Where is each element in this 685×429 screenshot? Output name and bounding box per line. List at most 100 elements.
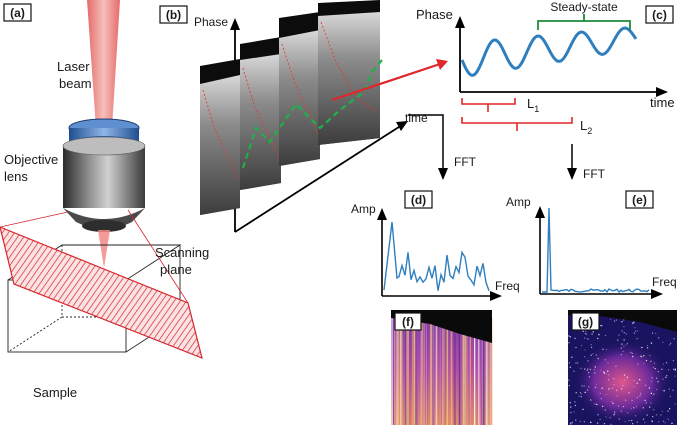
image-g-speck xyxy=(653,409,655,411)
image-g-speck xyxy=(631,399,633,401)
image-g-speck xyxy=(597,422,599,424)
panel-b-box xyxy=(159,5,188,24)
spectrum-e xyxy=(542,207,650,294)
image-g-speck xyxy=(586,333,588,335)
image-g-speck xyxy=(645,360,648,362)
image-g-speck xyxy=(622,350,624,352)
image-f-streak xyxy=(477,318,479,425)
panel-d-y-arrow xyxy=(377,208,387,220)
image-g-speck xyxy=(663,390,665,392)
image-g-speck xyxy=(600,398,602,400)
panel-a-label: (a) xyxy=(10,6,25,20)
laser-label-line1: Laser xyxy=(57,59,90,74)
image-g-speck xyxy=(608,374,610,376)
image-g-speck xyxy=(574,401,576,403)
image-g-speck xyxy=(609,417,611,419)
image-f-streak xyxy=(480,318,483,425)
scanning-label-line1: Scanning xyxy=(155,245,209,260)
image-g-speck xyxy=(672,389,674,391)
image-g-speck xyxy=(603,372,605,374)
image-g-speck xyxy=(573,370,575,372)
image-f-streak xyxy=(446,318,449,425)
image-g-speck xyxy=(588,372,590,374)
image-f-streak xyxy=(415,318,417,425)
image-g-speck xyxy=(577,362,579,364)
image-f-streak xyxy=(490,318,493,425)
image-g-speck xyxy=(674,370,676,372)
image-g-speck xyxy=(657,381,659,383)
image-g-speck xyxy=(642,418,645,420)
image-g-speck xyxy=(630,351,632,354)
image-f-streak xyxy=(421,318,423,425)
image-g-speck xyxy=(605,349,608,351)
panel-e: (e) Amp Freq xyxy=(506,190,677,299)
image-g-speck xyxy=(584,332,586,335)
image-g-speck xyxy=(633,321,635,323)
panel-e-y-label: Amp xyxy=(506,195,531,209)
bscan-frame-2 xyxy=(240,37,281,190)
image-g-speck xyxy=(632,355,634,358)
image-f-streak xyxy=(470,318,471,425)
image-g-speck xyxy=(655,332,657,334)
image-g-speck xyxy=(604,334,607,337)
image-g-speck xyxy=(653,393,655,395)
image-f-streak xyxy=(409,318,411,425)
image-g-speck xyxy=(628,392,630,394)
image-g-speck xyxy=(569,336,571,338)
image-f-streak xyxy=(450,318,452,425)
pixel-trace xyxy=(241,59,383,169)
image-g-speck xyxy=(605,416,607,418)
image-g-speck xyxy=(592,353,594,355)
image-f-streak xyxy=(396,318,398,425)
panel-b-x-label: time xyxy=(405,111,428,125)
image-f-streak xyxy=(416,318,419,425)
image-g-speck xyxy=(580,367,582,369)
image-g-speck xyxy=(625,344,627,346)
steady-state-label: Steady-state xyxy=(550,0,618,14)
image-g-speck xyxy=(600,325,602,327)
image-g-speck xyxy=(608,388,610,390)
image-g-speck xyxy=(596,403,598,405)
image-f-streak xyxy=(478,318,480,425)
image-g-speck xyxy=(623,339,625,341)
image-g-speck xyxy=(648,387,650,389)
panel-a: (a) Laser beam Objective lens Scanni xyxy=(0,0,209,400)
panel-g: (g) xyxy=(568,310,677,425)
panel-d: (d) Amp Freq xyxy=(351,190,520,301)
image-g-speck xyxy=(581,385,583,387)
panel-c-label: (c) xyxy=(652,8,667,22)
image-f-streak xyxy=(482,318,484,425)
image-g-speck xyxy=(633,386,635,388)
image-g-speck xyxy=(603,423,605,425)
spectrum-d xyxy=(383,221,490,291)
image-g-speck xyxy=(570,411,572,414)
image-g-speck xyxy=(620,347,622,349)
image-g-speck xyxy=(622,385,624,387)
image-g-speck xyxy=(620,354,622,356)
image-g-speck xyxy=(579,420,581,422)
image-g-speck xyxy=(607,370,609,372)
sample-label: Sample xyxy=(33,385,77,400)
image-g-speck xyxy=(634,327,636,329)
image-g-speck xyxy=(647,347,649,349)
image-f-streak xyxy=(466,318,468,425)
image-g-glow xyxy=(568,330,677,425)
image-g-speck xyxy=(631,419,633,422)
image-g-speck xyxy=(601,387,603,389)
objective-label-line2: lens xyxy=(4,169,28,184)
image-g-speck xyxy=(653,362,656,364)
image-g-speck xyxy=(674,375,676,377)
image-g-speck xyxy=(597,358,599,360)
panel-g-label: (g) xyxy=(578,315,593,329)
image-g-speck xyxy=(582,330,584,332)
image-g-speck xyxy=(661,368,663,370)
image-g-speck xyxy=(655,414,658,416)
image-g-speck xyxy=(605,373,607,375)
image-f-streak xyxy=(391,318,393,425)
image-g-speck xyxy=(624,421,626,423)
panel-f-box xyxy=(394,312,422,331)
image-g-speck xyxy=(662,363,665,365)
image-g-speck xyxy=(661,410,664,412)
image-g-speck xyxy=(640,355,642,357)
image-g-speck xyxy=(603,371,605,373)
